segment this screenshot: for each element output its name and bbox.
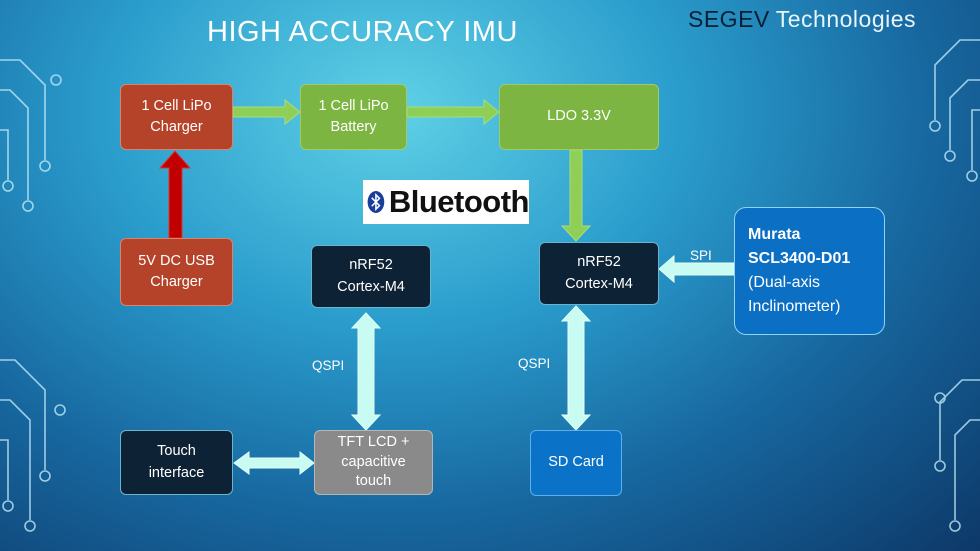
block-murata-sensor: Murata SCL3400-D01 (Dual-axis Inclinomet… — [734, 207, 885, 335]
bluetooth-wordmark: Bluetooth — [388, 184, 530, 219]
block-touch-interface-label: Touch interface — [148, 443, 205, 481]
block-usb-charger-label: 5V DC USB Charger — [138, 252, 215, 290]
block-ldo: LDO 3.3V — [499, 84, 659, 150]
block-nrf52-left: nRF52 Cortex-M4 — [311, 245, 431, 308]
arrow-usb-to-charger — [158, 150, 192, 239]
block-touch-interface: Touch interface — [120, 430, 233, 495]
bluetooth-logo: Bluetooth — [363, 180, 530, 224]
bluetooth-icon — [367, 190, 385, 214]
block-lipo-battery: 1 Cell LiPo Battery — [300, 84, 407, 150]
arrow-spi — [658, 254, 735, 284]
block-sd-card-label: SD Card — [548, 454, 604, 471]
arrow-qspi-left — [350, 312, 382, 431]
arrow-battery-to-ldo — [406, 98, 500, 126]
block-ldo-label: LDO 3.3V — [547, 108, 611, 125]
arrow-ldo-to-nrf — [560, 149, 592, 242]
arrow-charger-to-battery — [232, 98, 301, 126]
block-sd-card: SD Card — [530, 430, 622, 496]
block-lipo-charger-label: 1 Cell LiPo Charger — [141, 97, 212, 135]
murata-name: Murata SCL3400-D01 — [748, 226, 851, 267]
block-nrf52-left-label: nRF52 Cortex-M4 — [337, 257, 405, 295]
block-tft-lcd-label: TFT LCD + capacitive touch — [337, 434, 410, 490]
label-spi: SPI — [690, 248, 712, 263]
block-lipo-charger: 1 Cell LiPo Charger — [120, 84, 233, 150]
brand-sub: Technologies — [775, 6, 917, 32]
block-usb-charger: 5V DC USB Charger — [120, 238, 233, 306]
brand-main: SEGEV — [688, 6, 770, 32]
arrow-qspi-right — [560, 305, 592, 431]
block-lipo-battery-label: 1 Cell LiPo Battery — [318, 97, 389, 135]
page-title: HIGH ACCURACY IMU — [207, 16, 518, 48]
block-nrf52-right: nRF52 Cortex-M4 — [539, 242, 659, 305]
label-qspi-right: QSPI — [518, 356, 551, 371]
block-nrf52-right-label: nRF52 Cortex-M4 — [565, 254, 633, 292]
murata-desc: (Dual-axis Inclinometer) — [748, 274, 841, 315]
block-tft-lcd: TFT LCD + capacitive touch — [314, 430, 433, 495]
arrow-touch-tft — [233, 450, 315, 476]
label-qspi-left: QSPI — [312, 358, 345, 373]
